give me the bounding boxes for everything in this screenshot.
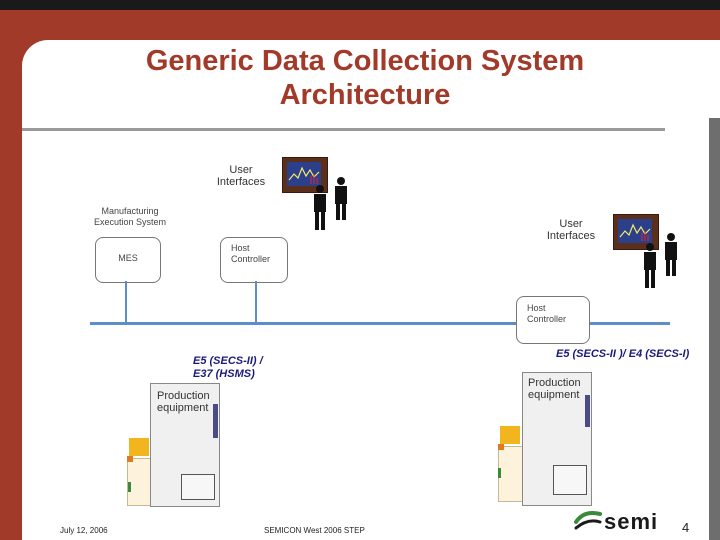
equipment-part-orange-right [498, 444, 504, 450]
equipment-part-yellow-right [500, 426, 520, 444]
equipment-label-left-overlay: Production equipment [157, 390, 210, 414]
operators-icon [314, 177, 347, 230]
user-interfaces-label-top: User Interfaces [216, 164, 266, 188]
equipment-module-left [127, 458, 153, 506]
monitor-icon [282, 157, 328, 193]
semi-logo-icon [574, 511, 602, 530]
mes-box: MES [95, 237, 161, 283]
page-number: 4 [682, 520, 690, 535]
user-interfaces-label-right: User Interfaces [546, 218, 596, 242]
network-bus [90, 322, 670, 325]
equipment-part-orange-left [127, 456, 133, 462]
mes-bus-link [125, 281, 127, 323]
equipment-part-green-left [128, 482, 131, 492]
host-controller-box-2: Host Controller [516, 296, 590, 344]
title-line-2: Architecture [279, 79, 451, 111]
host-controller-box-1: Host Controller [220, 237, 288, 283]
equipment-label-right: Production equipment [528, 377, 581, 401]
equipment-module-right [498, 446, 524, 502]
host-1-bus-link [255, 281, 257, 323]
footer-event: SEMICON West 2006 STEP [264, 526, 365, 535]
monitor-icon-right [613, 214, 659, 250]
protocol-label-left: E5 (SECS-II) / E37 (HSMS) [193, 355, 263, 380]
footer-date: July 12, 2006 [60, 526, 108, 535]
title-divider [22, 128, 665, 131]
right-side-bar [709, 118, 720, 540]
waveform-icon [288, 166, 320, 184]
operators-icon-right [644, 233, 677, 288]
waveform-icon-right [619, 223, 651, 241]
mes-group-label: Manufacturing Execution System [93, 206, 167, 227]
slide-panel [22, 40, 720, 540]
top-bar [0, 0, 720, 10]
equipment-part-green-right [498, 468, 501, 478]
equipment-part-yellow-left [129, 438, 149, 456]
title-line-1: Generic Data Collection System [145, 45, 585, 77]
semi-logo-text: semi [604, 509, 659, 534]
protocol-label-right: E5 (SECS-II )/ E4 (SECS-I) [556, 348, 690, 360]
production-equipment-left [150, 383, 220, 507]
production-equipment-right [522, 372, 592, 506]
slide-title: Generic Data Collection System Architect… [100, 44, 630, 112]
